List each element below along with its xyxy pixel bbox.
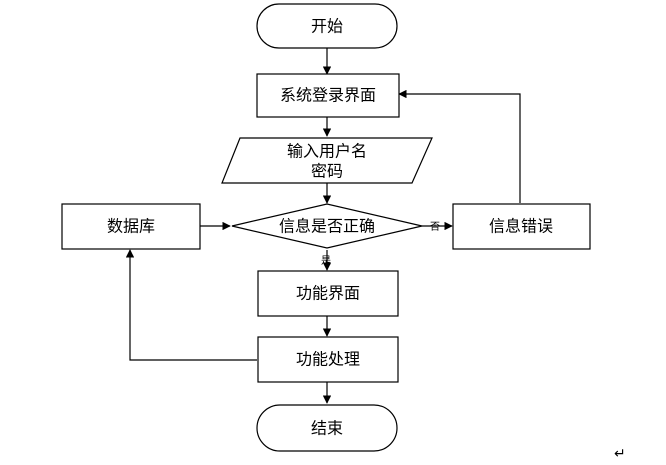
node-end-label: 结束 bbox=[311, 419, 343, 438]
node-start-label: 开始 bbox=[311, 17, 343, 36]
node-function-screen-label: 功能界面 bbox=[296, 284, 360, 303]
node-database-label: 数据库 bbox=[107, 217, 155, 236]
node-input-label-line1: 输入用户名 bbox=[287, 142, 367, 161]
node-check: 信息是否正确 bbox=[231, 203, 423, 249]
node-error-label: 信息错误 bbox=[489, 217, 553, 236]
node-function-process: 功能处理 bbox=[257, 336, 399, 383]
edge-error-to-login bbox=[398, 89, 521, 203]
edge-label-yes: 是 bbox=[321, 255, 331, 267]
node-database: 数据库 bbox=[61, 203, 201, 250]
return-mark-icon: ↵ bbox=[614, 446, 626, 461]
edge-process-to-database bbox=[125, 249, 257, 361]
node-function-screen: 功能界面 bbox=[257, 270, 399, 317]
node-end: 结束 bbox=[256, 404, 398, 452]
node-error: 信息错误 bbox=[452, 203, 591, 250]
node-login-screen-label: 系统登录界面 bbox=[280, 86, 376, 105]
node-check-label: 信息是否正确 bbox=[279, 217, 375, 236]
edge-label-no: 否 bbox=[430, 221, 440, 233]
node-function-process-label: 功能处理 bbox=[296, 350, 360, 369]
node-start: 开始 bbox=[256, 3, 398, 49]
node-input: 输入用户名 密码 bbox=[221, 137, 433, 184]
node-login-screen: 系统登录界面 bbox=[256, 73, 400, 118]
node-input-label-line2: 密码 bbox=[311, 162, 343, 181]
